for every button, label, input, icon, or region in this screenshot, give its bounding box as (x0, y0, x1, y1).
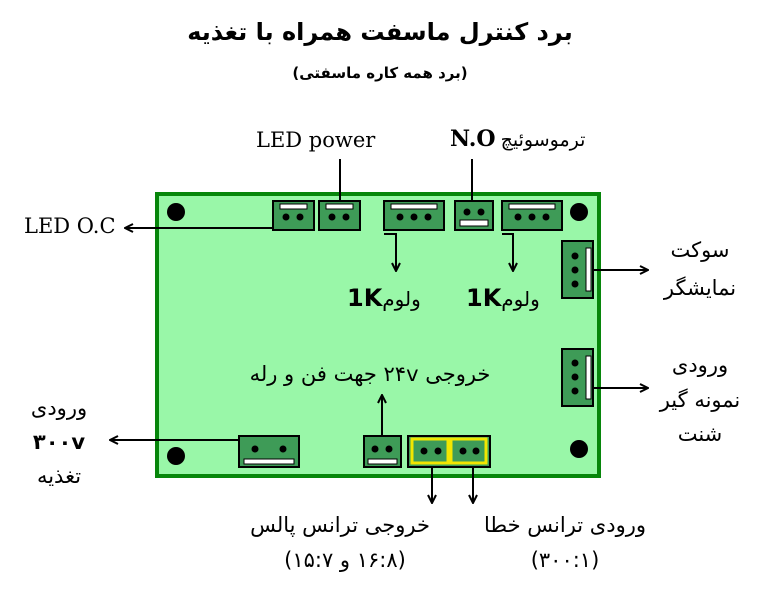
shunt-input-connector (561, 348, 594, 407)
mounting-hole-bottom-right (570, 440, 588, 458)
label-power-input-line1: ورودی (30, 396, 88, 420)
label-power-input-line3: تغذیه (36, 464, 82, 488)
led-power-connector (318, 200, 361, 231)
label-error-trans-line2: (۳۰۰:۱) (530, 548, 600, 572)
mounting-hole-top-left (167, 203, 185, 221)
label-pot-1-text: ولوم (382, 287, 421, 311)
arrow-pot-2 (502, 233, 513, 271)
page-subtitle: (برد همه کاره ماسفتی) (292, 64, 468, 82)
label-led-oc: LED O.C (24, 214, 116, 238)
label-display-socket-line2: نمایشگر (663, 276, 737, 300)
label-pot-2: 1Kولوم (466, 286, 540, 310)
thermoswitch-connector (454, 200, 494, 231)
label-pot-2-text: ولوم (501, 287, 540, 311)
mounting-hole-top-right (570, 203, 588, 221)
label-power-input-line2: ۳۰۰v (32, 430, 86, 454)
pot-2-connector (501, 200, 563, 231)
label-shunt-input-line2: نمونه گیر (659, 388, 741, 412)
label-output-24v: خروجی ۲۴v جهت فن و رله (249, 362, 491, 386)
mounting-hole-bottom-left (167, 447, 185, 465)
label-thermoswitch-no: N.O (450, 126, 496, 152)
led-oc-connector (272, 200, 315, 231)
label-pot-1-value: 1K (347, 284, 383, 312)
label-pulse-trans-line1: خروجی ترانس پالس (250, 513, 430, 537)
label-display-socket-line1: سوکت (670, 238, 730, 262)
label-thermoswitch: N.O ترموسوئیچ (450, 128, 585, 150)
page-title: برد کنترل ماسفت همراه با تغذیه (187, 18, 573, 46)
display-socket-connector (561, 240, 594, 299)
pot-1-connector (383, 200, 445, 231)
label-shunt-input-line3: شنت (677, 422, 723, 446)
label-error-trans-line1: ورودی ترانس خطا (483, 513, 647, 537)
label-led-power: LED power (256, 128, 376, 152)
pcb-board (155, 192, 601, 478)
power-input-connector (238, 435, 300, 468)
output-24v-connector (363, 435, 402, 468)
label-pot-2-value: 1K (466, 284, 502, 312)
label-thermoswitch-text: ترموسوئیچ (500, 129, 586, 151)
arrow-pot-1 (384, 233, 396, 271)
label-pulse-trans-line2: (۱۶:۸ و ۱۵:۷) (284, 548, 406, 572)
transformer-connector (407, 435, 491, 468)
label-shunt-input-line1: ورودی (671, 353, 729, 377)
label-pot-1: 1Kولوم (347, 286, 421, 310)
